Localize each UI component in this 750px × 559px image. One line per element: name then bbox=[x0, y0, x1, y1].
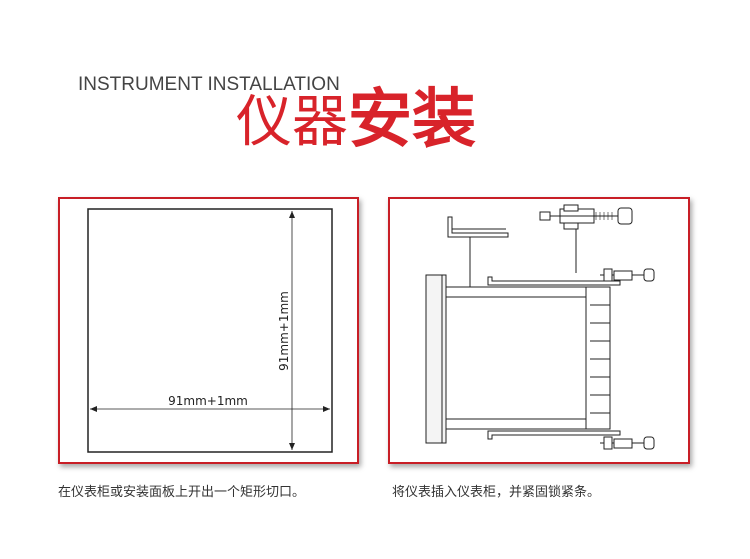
bracket-clip-detail bbox=[447, 216, 509, 238]
cutout-caption: 在仪表柜或安装面板上开出一个矩形切口。 bbox=[58, 485, 306, 500]
header-title-cn-bold: 安装 bbox=[348, 83, 476, 157]
screw-detail-bottom bbox=[563, 222, 579, 230]
bracket-leader bbox=[460, 237, 471, 292]
height-arrow-top bbox=[289, 211, 295, 218]
top-screw-nut bbox=[613, 270, 633, 281]
cabinet-wall bbox=[425, 274, 447, 444]
width-arrow-left bbox=[90, 406, 97, 412]
bottom-locking-strip bbox=[487, 430, 621, 440]
width-arrow-right bbox=[323, 406, 330, 412]
mounting-diagram-panel bbox=[388, 197, 690, 464]
bottom-screw-head bbox=[643, 436, 655, 450]
height-arrow-bottom bbox=[289, 443, 295, 450]
bottom-screw-nut bbox=[613, 438, 633, 449]
width-label: 91mm+1mm bbox=[168, 394, 248, 408]
cutout-diagram: 91mm+1mm 91mm+1mm bbox=[87, 208, 333, 453]
instrument-body bbox=[445, 286, 601, 430]
mounting-caption: 将仪表插入仪表柜，并紧固锁紧条。 bbox=[392, 485, 601, 500]
screw-detail-head bbox=[617, 207, 633, 225]
screw-detail-tip bbox=[539, 211, 551, 221]
terminal-block bbox=[585, 286, 611, 430]
mounting-diagram bbox=[425, 204, 655, 450]
cutout-diagram-panel: 91mm+1mm 91mm+1mm bbox=[58, 197, 359, 464]
height-label: 91mm+1mm bbox=[277, 291, 291, 371]
top-locking-strip bbox=[487, 276, 621, 286]
header-title-cn-light: 仪器 bbox=[236, 90, 348, 155]
cutout-rectangle bbox=[87, 208, 333, 453]
top-screw-head bbox=[643, 268, 655, 282]
header-title-en: INSTRUMENT INSTALLATION bbox=[78, 74, 340, 95]
screw-detail-top bbox=[563, 204, 579, 212]
header-title-cn: 仪器安装 bbox=[236, 88, 476, 152]
